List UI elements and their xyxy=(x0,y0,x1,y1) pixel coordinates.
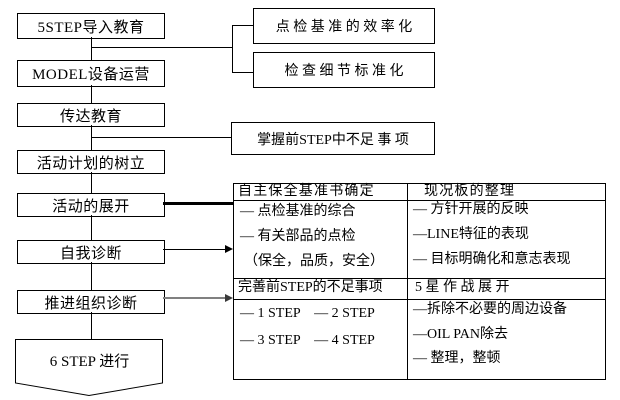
table-row-divider-1 xyxy=(234,200,605,201)
arrow-head-org-diagnosis xyxy=(225,294,233,302)
flow-step-org-diagnosis: 推进组织诊断 xyxy=(17,290,165,314)
table-item: —OIL PAN除去 xyxy=(413,327,509,342)
table-item: — 3 STEP — 4 STEP xyxy=(240,333,375,348)
connector-h-grasp-prev-step xyxy=(92,137,231,138)
table-header-status-board: 现况板的整理 xyxy=(424,184,516,199)
connector-v-step1-step2 xyxy=(91,37,92,60)
connector-v-step5-step6 xyxy=(91,215,92,240)
table-row-divider-3 xyxy=(234,299,605,300)
flow-step-activity-plan: 活动计划的树立 xyxy=(17,150,165,174)
table-item: —拆除不必要的周边设备 xyxy=(413,302,567,317)
flow-step-transfer-education: 传达教育 xyxy=(17,103,165,127)
callout-grasp-prev-step: 掌握前STEP中不足 事 项 xyxy=(231,122,435,155)
connector-h-branch-bottom xyxy=(232,72,253,73)
connector-v-step4-step5 xyxy=(91,172,92,193)
summary-table: 自主保全基准书确定 现况板的整理 — 点检基准的综合 — 有关部品的点检 （保全… xyxy=(233,183,606,380)
connector-v-step3-step4 xyxy=(91,125,92,150)
callout-check-detail-standardization: 检 查 细 节 标 准 化 xyxy=(253,52,435,88)
table-column-divider xyxy=(407,184,408,379)
connector-v-branch xyxy=(232,25,233,73)
connector-v-step6-step7 xyxy=(91,262,92,290)
flow-final-step-label: 6 STEP 进行 xyxy=(49,354,130,370)
connector-v-step7-final xyxy=(91,312,92,339)
connector-h-org-diagnosis xyxy=(163,297,226,299)
connector-h-self-diagnosis xyxy=(163,249,226,250)
flow-step-model-operation: MODEL设备运营 xyxy=(17,60,165,87)
table-header-5-star-operation: 5 星 作 战 展 开 xyxy=(415,280,510,295)
callout-inspection-efficiency: 点 检 基 准 的 效 率 化 xyxy=(253,8,435,44)
table-header-maintenance-standard: 自主保全基准书确定 xyxy=(238,184,375,199)
table-item: —LINE特征的表现 xyxy=(413,227,529,242)
table-item: — 有关部品的点检 xyxy=(240,229,356,244)
table-item: — 1 STEP — 2 STEP xyxy=(240,306,375,321)
flow-step-activity-deploy: 活动的展开 xyxy=(17,193,165,217)
table-item: — 目标明确化和意志表现 xyxy=(413,252,571,267)
flow-step-self-diagnosis: 自我诊断 xyxy=(17,240,165,264)
flow-final-step-shape: 6 STEP 进行 xyxy=(15,339,164,397)
table-item: — 整理，整顿 xyxy=(413,351,501,366)
connector-v-step2-step3 xyxy=(91,85,92,103)
connector-h-branch-main xyxy=(92,47,232,48)
table-row-divider-2 xyxy=(234,278,605,279)
pentagon-outline xyxy=(15,339,163,397)
connector-h-thick-activity-deploy xyxy=(163,202,233,205)
table-item: — 点检基准的综合 xyxy=(240,204,356,219)
connector-h-branch-top xyxy=(232,25,253,26)
arrow-head-self-diagnosis xyxy=(225,245,233,253)
table-item: （保全，品质，安全） xyxy=(244,254,384,269)
table-item: — 方针开展的反映 xyxy=(413,202,529,217)
table-header-prev-step-completion: 完善前STEP的不足事项 xyxy=(238,280,383,295)
flow-step-5step-training: 5STEP导入教育 xyxy=(17,13,165,39)
